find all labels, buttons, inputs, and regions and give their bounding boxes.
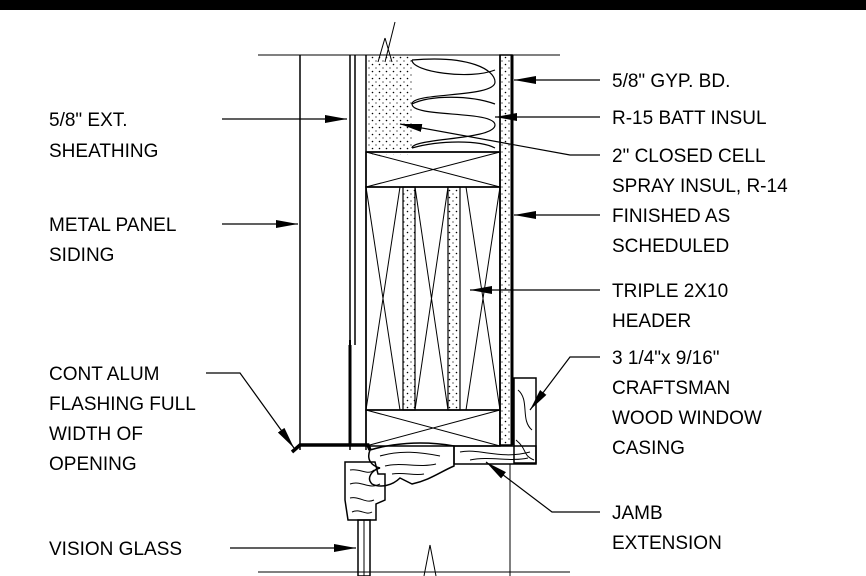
gyp-board [499,54,513,446]
metal-panel-label-1: METAL PANEL [49,215,176,236]
flashing-label-1: CONT ALUM [49,364,160,385]
spray-label-1: 2" CLOSED CELL [612,146,766,167]
right-labels: 5/8" GYP. BD. R-15 BATT INSUL 2" CLOSED … [612,71,788,554]
jamb-label-2: EXTENSION [612,533,722,554]
leader-jamb [485,461,600,513]
spray-foam-insulation [366,55,412,155]
batt-label: R-15 BATT INSUL [612,108,767,129]
window-casing [513,377,537,464]
leader-casing [529,356,600,411]
casing-label-1: 3 1/4"x 9/16" [612,348,720,369]
casing-label-4: CASING [612,438,685,459]
header-label-1: TRIPLE 2X10 [612,281,728,302]
header-label-2: HEADER [612,311,691,332]
top-break-mark [377,21,396,63]
siding-bottom [300,340,351,446]
ext-sheathing-label-2: SHEATHING [49,141,158,162]
sash-profile [344,461,386,521]
top-border-band [0,0,866,10]
vision-glass-label: VISION GLASS [49,539,182,560]
window-frame-profile [368,442,455,487]
casing-label-2: CRAFTSMAN [612,378,730,399]
header-spacer-2 [447,186,461,411]
leader-flashing [206,372,295,449]
header-spacer-1 [402,186,416,411]
finished-label-1: FINISHED AS [612,206,730,227]
gyp-bd-label: 5/8" GYP. BD. [612,71,730,92]
leader-spray [399,123,600,156]
spray-label-2: SPRAY INSUL, R-14 [612,176,788,197]
wall-section [258,21,570,576]
finished-label-2: SCHEDULED [612,236,729,257]
flashing-label-2: FLASHING FULL [49,394,196,415]
casing-label-3: WOOD WINDOW [612,408,762,429]
flashing-label-4: OPENING [49,454,137,475]
header-bottom-plate [365,409,501,447]
leaders [206,76,600,552]
batt-insulation [411,58,496,149]
triple-header [365,186,501,411]
alum-flashing [290,443,372,454]
jamb-label-1: JAMB [612,503,663,524]
ext-sheathing-label-1: 5/8" EXT. [49,110,128,131]
flashing-label-3: WIDTH OF [49,424,143,445]
left-labels: 5/8" EXT. SHEATHING METAL PANEL SIDING C… [49,110,196,560]
metal-panel-label-2: SIDING [49,245,114,266]
